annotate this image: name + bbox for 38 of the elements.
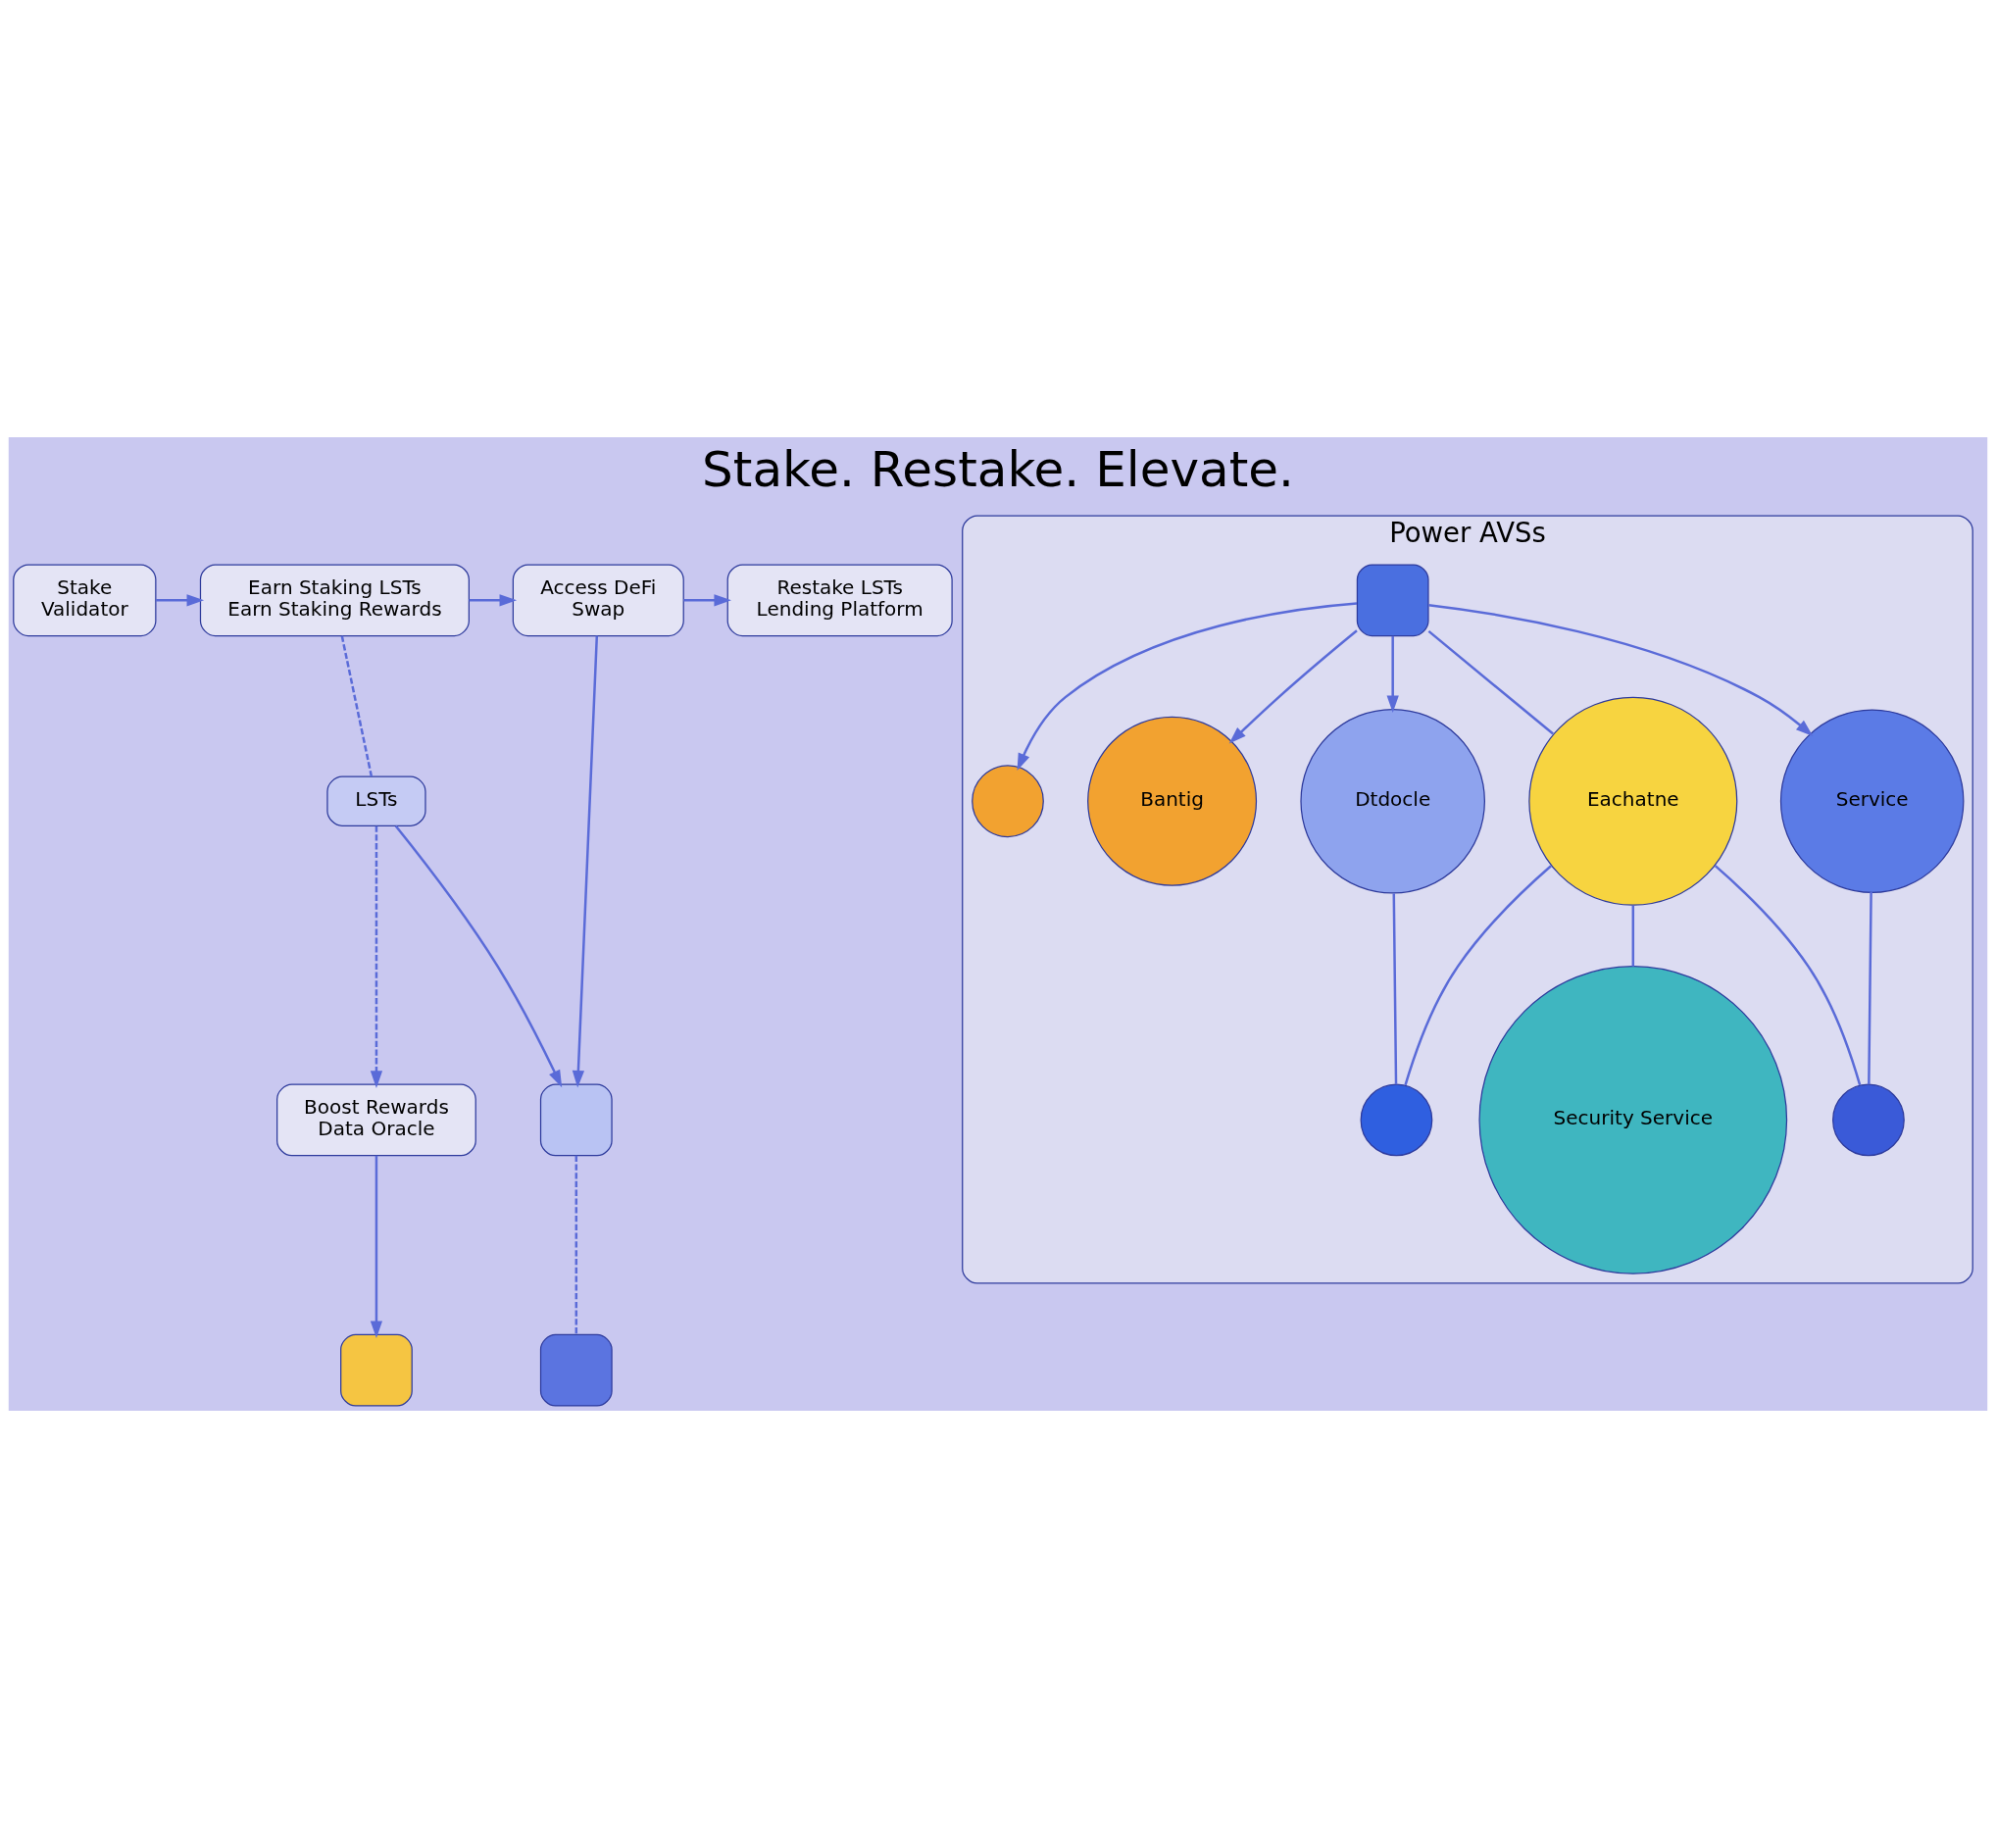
node-box: Boost Rewards Data Oracle <box>276 1083 476 1157</box>
node-circle: Security Service <box>1478 966 1788 1274</box>
diagram-title: Stake. Restake. Elevate. <box>702 441 1294 499</box>
arrow <box>1017 602 1358 772</box>
arrow <box>156 594 205 607</box>
arrow <box>683 594 731 607</box>
node-box: LSTs <box>326 775 426 826</box>
node-circle <box>1832 1083 1905 1157</box>
node-circle <box>972 765 1044 838</box>
connector <box>1404 865 1552 1086</box>
node-box <box>539 1083 613 1157</box>
arrow <box>1386 635 1399 714</box>
connector <box>340 635 374 777</box>
node-box <box>1356 564 1429 637</box>
node-box: Access DeFi Swap <box>512 564 684 637</box>
node-circle <box>1360 1083 1433 1157</box>
arrow <box>394 824 563 1088</box>
connector <box>1868 892 1872 1084</box>
arrow <box>1428 604 1814 736</box>
connector <box>1714 865 1862 1086</box>
node-circle: Dtdocle <box>1300 708 1485 894</box>
arrow <box>572 635 599 1088</box>
node-box <box>340 1333 413 1407</box>
connector <box>574 1155 578 1335</box>
node-circle: Bantig <box>1087 716 1258 886</box>
connector <box>1631 905 1635 967</box>
node-box <box>539 1333 613 1407</box>
connector <box>1392 893 1398 1084</box>
arrow <box>370 1155 383 1338</box>
node-circle: Service <box>1779 709 1965 894</box>
connector <box>1427 629 1554 735</box>
arrow <box>469 594 518 607</box>
node-box: Stake Validator <box>13 564 157 637</box>
arrow <box>370 825 383 1088</box>
node-circle: Eachatne <box>1528 696 1738 906</box>
node-box: Restake LSTs Lending Platform <box>726 564 953 637</box>
arrow <box>1228 629 1358 744</box>
node-box: Earn Staking LSTs Earn Staking Rewards <box>199 564 470 637</box>
